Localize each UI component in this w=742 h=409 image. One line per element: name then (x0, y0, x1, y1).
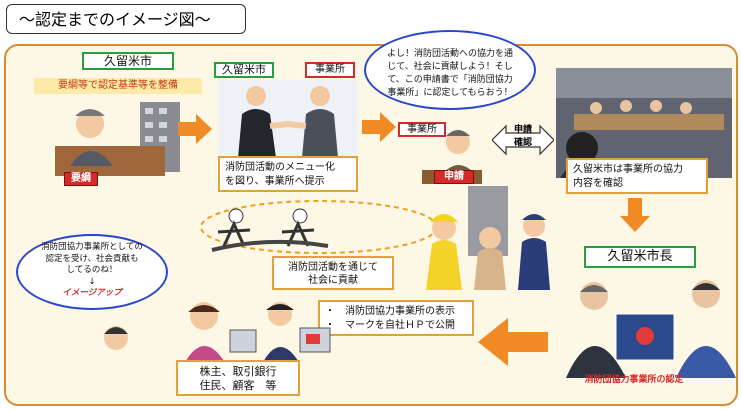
business-label-2: 事業所 (398, 122, 446, 137)
stakeholders-line-1: 株主、取引銀行 (199, 365, 277, 378)
image-up-label: イメージアップ (62, 288, 122, 298)
contribute-line-1: 消防団活動を通じて (288, 262, 378, 273)
certification-tag: 消防団協力事業所の認定 (584, 375, 684, 385)
yoko-tag: 要綱 (64, 172, 98, 186)
flow-arrow-down (620, 198, 650, 232)
public-thought-bubble: 消防団協力事業所としての 認定を受け、社会貢献も してるのね！ ↓ イメージアッ… (16, 234, 168, 310)
menu-line-2: を図り、事業所へ提示 (225, 176, 325, 187)
business-label: 事業所 (305, 62, 355, 78)
thought-line-1: よし！消防団活動への協力を通 (386, 49, 513, 59)
confirm-line-1: 久留米市は事業所の協力 (573, 164, 683, 175)
confirm-label: 確認 (513, 138, 532, 148)
mayor-label: 久留米市長 (584, 246, 696, 268)
handshake-illustration (218, 80, 358, 158)
stakeholders-box: 株主、取引銀行 住民、顧客 等 (176, 360, 300, 396)
apply-label: 申請 (513, 125, 532, 135)
kurume-city-label-2: 久留米市 (214, 62, 274, 78)
display-line-2: ・ マークを自社ＨＰで公開 (325, 320, 455, 331)
flow-arrow-1 (178, 114, 212, 144)
firefighters-running-illustration (211, 208, 329, 252)
application-tag: 申請 (434, 170, 474, 184)
flow-arrow-2 (362, 112, 396, 142)
contribute-line-2: 社会に貢献 (308, 275, 358, 286)
double-arrow-icon (492, 124, 554, 156)
fire-brigade-members-illustration (426, 186, 550, 290)
confirm-line-2: 内容を確認 (573, 178, 623, 189)
thought-line-4: 事業所」に認定してもらおう！ (387, 88, 513, 98)
display-line-1: ・ 消防団協力事業所の表示 (325, 306, 455, 317)
menu-line-1: 消防団活動のメニュー化 (225, 162, 335, 173)
diagram-title: 〜認定までのイメージ図〜 (6, 4, 246, 34)
flow-arrow-left (478, 318, 548, 366)
public-line-3: してるのね！ (66, 265, 118, 275)
confirm-box: 久留米市は事業所の協力 内容を確認 (566, 158, 708, 194)
city-official-illustration (55, 102, 180, 176)
apply-confirm-label: 申請 確認 (510, 124, 536, 150)
kurume-city-label: 久留米市 (82, 52, 174, 70)
public-line-4: ↓ (88, 276, 96, 287)
stakeholders-line-2: 住民、顧客 等 (199, 379, 277, 392)
public-line-1: 消防団協力事業所としての (41, 242, 143, 252)
certificate-handover-illustration (566, 280, 736, 378)
business-thought-bubble: よし！消防団活動への協力を通 じて、社会に貢献しよう！そし て、この申請書で「消… (364, 30, 536, 110)
stakeholders-illustration (104, 302, 331, 364)
thought-line-2: じて、社会に貢献しよう！そし (387, 62, 513, 72)
thought-line-3: て、この申請書で「消防団協力 (387, 75, 513, 85)
contribute-box: 消防団活動を通じて 社会に貢献 (272, 256, 394, 290)
requirements-note: 要綱等で認定基準等を整備 (34, 78, 202, 94)
public-line-2: 認定を受け、社会貢献も (45, 253, 139, 264)
menu-box: 消防団活動のメニュー化 を図り、事業所へ提示 (218, 156, 358, 192)
display-box: ・ 消防団協力事業所の表示 ・ マークを自社ＨＰで公開 (318, 300, 474, 336)
